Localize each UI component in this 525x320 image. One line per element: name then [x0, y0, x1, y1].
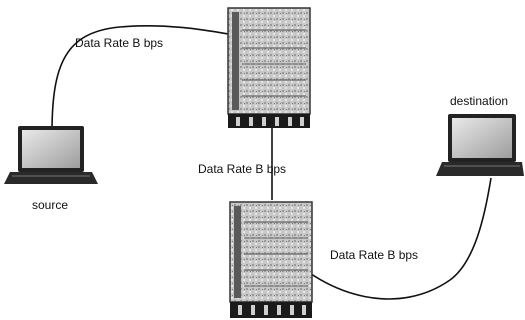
network-switch-icon	[228, 8, 310, 128]
node-label-destination: destination	[450, 94, 508, 108]
laptop-icon	[436, 114, 524, 176]
laptop-icon	[4, 126, 98, 184]
link-label-switch-top-to-switch-bottom: Data Rate B bps	[198, 162, 286, 176]
node-label-source: source	[32, 198, 68, 212]
network-switch-icon	[230, 202, 312, 318]
link-label-source-to-switch-top: Data Rate B bps	[75, 36, 163, 50]
link-label-switch-bottom-to-destination: Data Rate B bps	[330, 248, 418, 262]
